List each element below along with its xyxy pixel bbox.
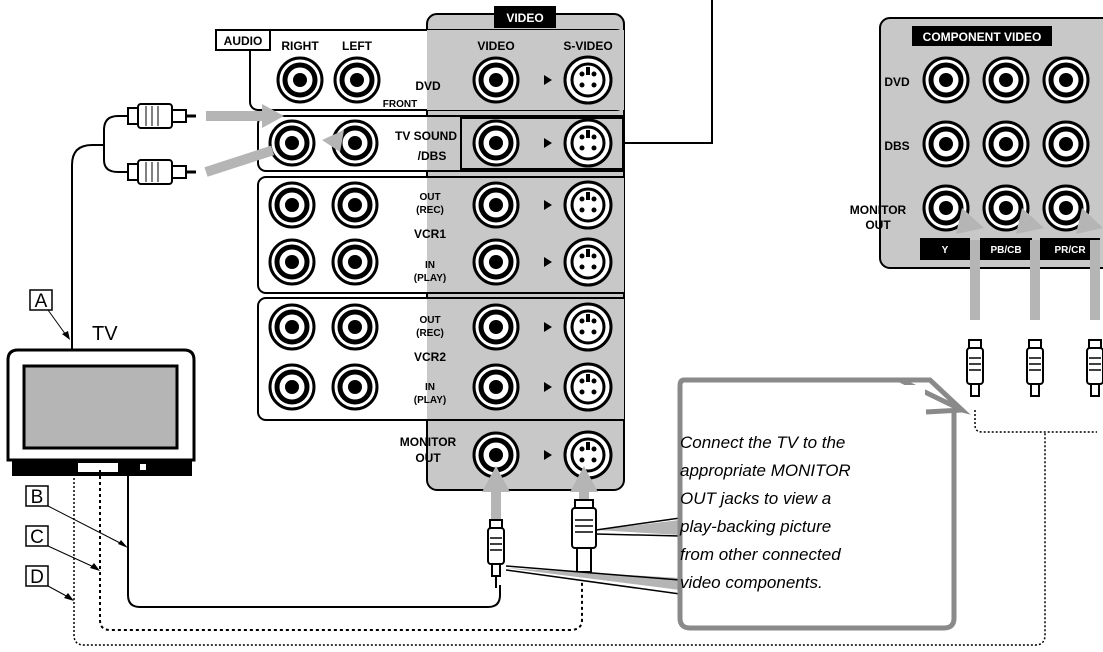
component-out-label: OUT [865,218,891,232]
front-label: FRONT [383,99,417,110]
component-plugs [956,208,1103,397]
callout-line-2: appropriate MONITOR [680,461,851,480]
video-monitor-plug [482,466,510,588]
vcr1-play-label: (PLAY) [414,273,446,284]
cable-d [73,432,1046,646]
svg-text:D: D [30,567,44,588]
video-header: VIDEO [494,6,556,28]
component-pb-label: PB/CB [990,245,1021,256]
component-monitor-label: MONITOR [850,203,907,217]
callout-line-6: video components. [680,573,823,592]
dbs-connection-line [623,0,713,144]
label-box-a: A [29,289,70,340]
cable-b [127,470,501,608]
svg-text:VIDEO: VIDEO [506,11,543,25]
svg-text:AUDIO: AUDIO [224,34,263,48]
tv-icon [6,348,196,476]
callout-pointers [505,517,681,595]
callout-line-4: play-backing picture [679,517,831,536]
vcr2-label: VCR2 [414,350,446,364]
vcr1-in-label: IN [425,260,435,271]
vcr1-rec-label: (REC) [416,205,444,216]
svg-text:B: B [31,487,44,508]
monitor-out-label-2: OUT [415,451,441,465]
component-video-panel: COMPONENT VIDEO DVD DBS MONITOR OUT Y PB… [850,17,1103,269]
column-left-label: LEFT [342,39,373,53]
component-y-label: Y [942,245,949,256]
vcr2-out-label: OUT [419,315,440,326]
vcr2-play-label: (PLAY) [414,395,446,406]
row-dbs-label: /DBS [418,149,447,163]
vcr1-out-label: OUT [419,192,440,203]
audio-cable [71,103,344,350]
svideo-jacks [544,55,613,480]
callout-line-5: from other connected [680,545,841,564]
audio-header: AUDIO [215,29,271,51]
callout-line-3: OUT jacks to view a [680,489,831,508]
component-dvd-label: DVD [884,75,910,89]
column-svideo-label: S-VIDEO [563,39,612,53]
monitor-out-label: MONITOR [400,435,457,449]
svideo-monitor-plug [570,466,598,573]
row-dvd-label: DVD [415,79,441,93]
component-dbs-label: DBS [884,139,909,153]
component-pr-label: PR/CR [1054,245,1086,256]
label-box-c: C [25,525,100,571]
row-tv-sound-label: TV SOUND [395,129,457,143]
vcr1-label: VCR1 [414,227,446,241]
column-right-label: RIGHT [281,39,319,53]
svg-text:A: A [35,291,48,312]
svg-text:C: C [30,527,44,548]
callout-box [677,377,971,631]
label-box-d: D [25,565,74,601]
tv-label: TV [92,323,118,345]
callout-line-1: Connect the TV to the [680,433,845,452]
column-video-label: VIDEO [477,39,514,53]
vcr2-in-label: IN [425,382,435,393]
component-video-header: COMPONENT VIDEO [923,30,1042,44]
label-box-b: B [25,485,128,548]
vcr2-rec-label: (REC) [416,328,444,339]
cable-d-branch [974,410,1097,433]
cable-c [99,470,583,631]
